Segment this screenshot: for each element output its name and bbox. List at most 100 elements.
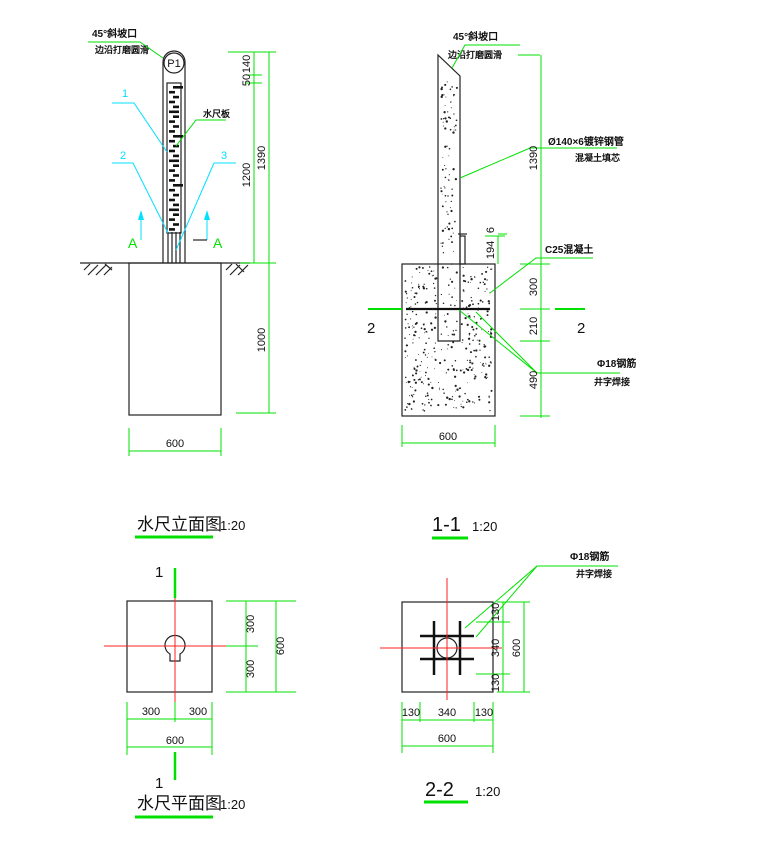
svg-text:600: 600 (438, 733, 456, 745)
weld-note-2-2: 井字焊接 (576, 568, 612, 579)
concrete-dot (451, 296, 453, 298)
concrete-dot (470, 296, 472, 299)
concrete-dot (411, 374, 414, 377)
concrete-dot (451, 241, 453, 244)
concrete-dot (415, 369, 418, 372)
concrete-dot (486, 288, 488, 290)
concrete-dot (452, 341, 455, 344)
concrete-dot (486, 279, 488, 281)
concrete-dot (442, 242, 444, 244)
concrete-dot (426, 331, 428, 333)
svg-text:A: A (213, 235, 223, 251)
concrete-dot (453, 129, 455, 131)
concrete-dot (415, 313, 418, 316)
rebar-note: Φ18钢筋 (597, 357, 636, 370)
pipe-section (437, 53, 461, 342)
concrete-dot (407, 403, 409, 405)
concrete-dot (423, 410, 426, 412)
concrete-dot (468, 315, 471, 318)
concrete-dot (455, 129, 457, 131)
concrete-dot (444, 145, 447, 148)
elevation-scale: 1:20 (220, 518, 245, 533)
concrete-dot (478, 398, 481, 401)
svg-text:340: 340 (490, 639, 502, 657)
concrete-dot (481, 329, 482, 331)
concrete-dot (474, 375, 477, 378)
concrete-dot (446, 313, 449, 315)
svg-text:600: 600 (511, 639, 523, 657)
p1-badge (163, 52, 185, 74)
ruler-tick (169, 198, 175, 202)
concrete-dot (440, 118, 443, 120)
concrete-dot (440, 293, 443, 296)
svg-text:50: 50 (241, 74, 253, 86)
svg-text:300: 300 (245, 660, 257, 678)
concrete-dot (411, 276, 413, 278)
svg-text:300: 300 (245, 615, 257, 633)
concrete-dot (446, 81, 448, 83)
concrete-dot (421, 267, 424, 269)
svg-text:210: 210 (528, 317, 540, 335)
concrete-dot (430, 328, 434, 331)
edge-note-1-1: 边沿打磨圆滑 (447, 49, 502, 60)
concrete-dot (458, 387, 461, 390)
concrete-dot (455, 407, 457, 409)
concrete-dot (425, 311, 428, 314)
concrete-dot (451, 227, 454, 230)
concrete-dot (424, 354, 427, 356)
concrete-dot (428, 337, 430, 339)
concrete-dot (439, 389, 440, 391)
concrete-dot (444, 187, 446, 189)
concrete-dot (444, 165, 446, 167)
concrete-dot (453, 407, 455, 408)
concrete-dot (485, 377, 488, 380)
concrete-dot (470, 368, 473, 372)
concrete-dot (440, 87, 443, 91)
concrete-dot (481, 364, 484, 366)
ruler-label: 水尺板 (203, 108, 231, 119)
concrete-dot (475, 349, 478, 352)
concrete-dot (427, 367, 428, 369)
concrete-dot (448, 284, 450, 286)
bevel-note: 45°斜坡口 (92, 27, 137, 40)
weld-note: 井字焊接 (594, 376, 630, 387)
concrete-dot (450, 209, 453, 213)
concrete-dot (490, 389, 493, 392)
concrete-dot (406, 313, 408, 315)
callout-3: 3 (221, 150, 227, 162)
ruler-tick (173, 193, 179, 197)
concrete-dot (447, 179, 449, 181)
ground-hatch (83, 263, 249, 276)
concrete-dot (407, 380, 410, 384)
ruler-tick (173, 223, 179, 226)
concrete-dot (450, 304, 452, 306)
concrete-dot (472, 328, 475, 331)
concrete-dot (472, 401, 474, 403)
ruler-tick (169, 169, 175, 172)
concrete-dot (469, 351, 473, 354)
concrete-dot (406, 406, 408, 408)
concrete-dot (411, 396, 414, 398)
concrete-texture (404, 81, 493, 412)
concrete-dot (466, 401, 468, 403)
concrete-dot (431, 275, 433, 277)
concrete-dot (418, 283, 420, 285)
concrete-dot (490, 268, 492, 271)
concrete-dot (425, 395, 427, 397)
concrete-dot (431, 356, 433, 358)
svg-text:1390: 1390 (256, 146, 268, 170)
concrete-dot (468, 332, 471, 335)
concrete-dot (479, 349, 481, 351)
concrete-dot (408, 307, 411, 309)
concrete-dot (433, 347, 436, 350)
svg-text:1200: 1200 (241, 163, 253, 187)
concrete-dot (460, 405, 462, 408)
concrete-dot (434, 368, 436, 370)
ruler-tick (173, 184, 183, 187)
concrete-dot (470, 278, 473, 281)
section-1-1-view: 45°斜坡口 边沿打磨圆滑 Ø140×6镀锌钢管 混凝土填芯 C25混凝土 Φ1… (367, 30, 636, 540)
concrete-dot (485, 373, 488, 376)
concrete-dot (462, 274, 465, 277)
concrete-dot (464, 317, 467, 320)
concrete-dot (440, 190, 443, 193)
